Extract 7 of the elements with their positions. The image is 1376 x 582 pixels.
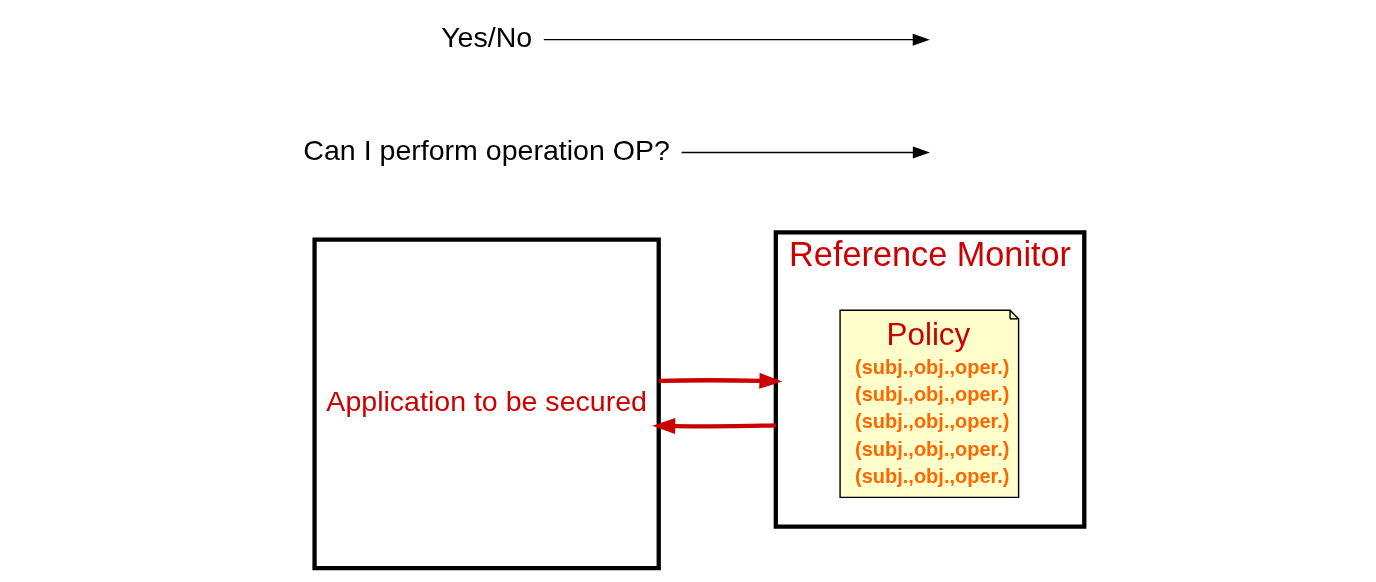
arrow bbox=[680, 146, 930, 159]
arrow bbox=[658, 372, 783, 389]
node-text: Can I perform operation OP? bbox=[303, 133, 670, 166]
arrow bbox=[652, 418, 776, 435]
node-box: Application to be secured bbox=[312, 237, 661, 571]
arrow bbox=[543, 33, 930, 46]
node-text: Yes/No bbox=[441, 20, 533, 53]
